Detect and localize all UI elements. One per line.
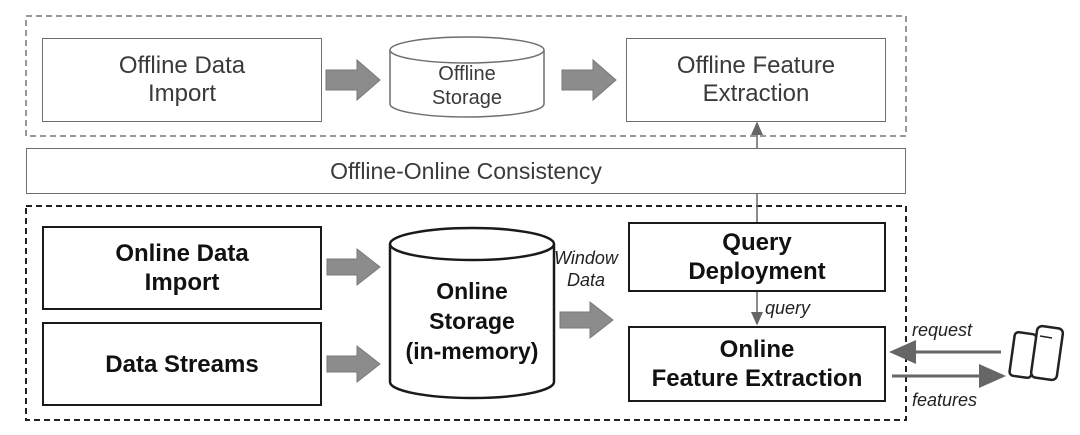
online-data-import-line2: Import [144, 269, 220, 296]
window-data-line2: Data [566, 270, 606, 290]
query-label: query [765, 298, 811, 318]
arrow-online-import-to-storage [326, 247, 381, 287]
data-streams-label: Data Streams [105, 350, 259, 378]
data-streams-box: Data Streams [42, 322, 322, 406]
query-deployment-box: Query Deployment [628, 222, 886, 292]
arrow-streams-to-storage [326, 344, 381, 384]
smartphones-icon [1008, 324, 1065, 382]
offline-feature-extraction-line1: Offline Feature [676, 52, 836, 79]
features-label: features [912, 390, 978, 410]
offline-storage-cylinder [389, 36, 545, 118]
arrow-storage-to-extraction [559, 300, 614, 340]
arrow-offline-storage-to-extraction [561, 58, 617, 102]
offline-data-import-box: Offline Data Import [42, 38, 322, 122]
online-group-border [25, 205, 907, 421]
offline-storage-label: Offline Storage [390, 62, 544, 110]
offline-storage-line1: Offline [438, 63, 496, 85]
query-deployment-line1: Query [722, 229, 792, 256]
online-storage-line2: Storage [429, 308, 515, 334]
online-feature-extraction-line2: Feature Extraction [651, 365, 863, 392]
online-data-import-box: Online Data Import [42, 226, 322, 310]
query-deployment-line2: Deployment [688, 258, 826, 285]
window-data-line1: Window [554, 248, 618, 268]
arrow-offline-import-to-storage [325, 58, 381, 102]
offline-online-consistency-bar: Offline-Online Consistency [26, 148, 906, 194]
online-storage-cylinder [388, 226, 556, 400]
online-storage-line3: (in-memory) [405, 338, 539, 364]
online-storage-label: Online Storage (in-memory) [390, 276, 554, 366]
window-data-label: Window Data [544, 247, 628, 291]
offline-feature-extraction-box: Offline Feature Extraction [626, 38, 886, 122]
online-feature-extraction-box: Online Feature Extraction [628, 326, 886, 402]
request-label: request [912, 320, 973, 340]
offline-data-import-line1: Offline Data [118, 52, 246, 79]
online-storage-line1: Online [436, 278, 508, 304]
consistency-label: Offline-Online Consistency [330, 158, 602, 184]
offline-feature-extraction-line2: Extraction [702, 80, 810, 107]
offline-storage-line2: Storage [431, 87, 503, 109]
offline-group-border [25, 15, 907, 137]
online-data-import-line1: Online Data [115, 240, 249, 267]
offline-data-import-line2: Import [147, 80, 216, 107]
online-feature-extraction-line1: Online [719, 336, 795, 363]
